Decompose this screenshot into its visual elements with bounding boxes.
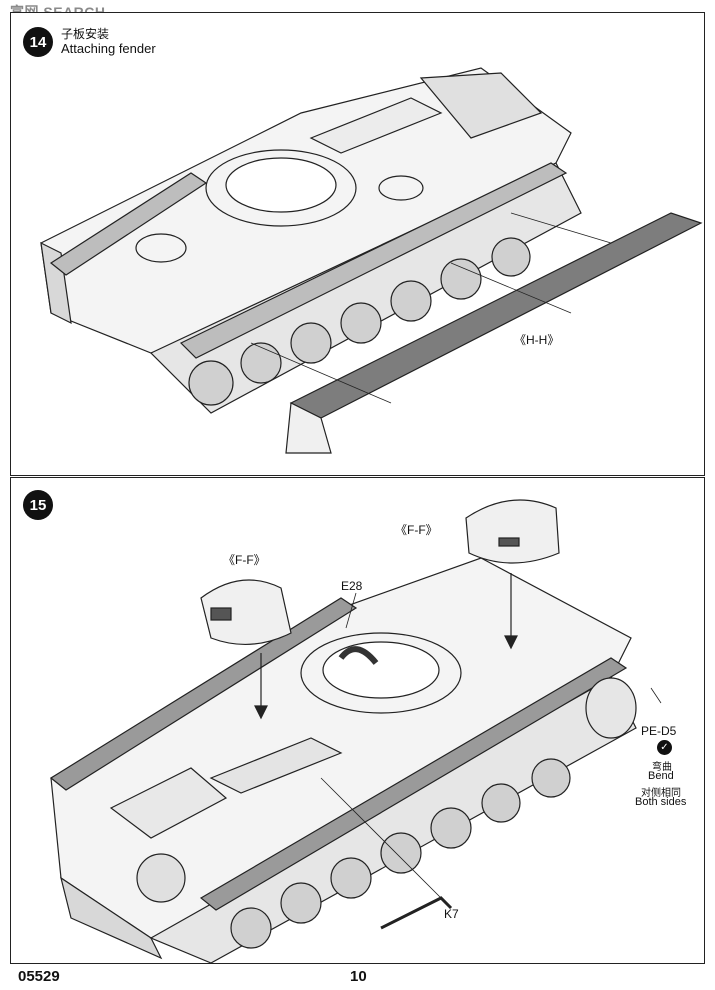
both-sides-label-en: Both sides bbox=[635, 796, 687, 808]
page-number: 10 bbox=[350, 968, 367, 985]
step-14-callout-hh: 《H-H》 bbox=[514, 333, 560, 347]
both-sides-label-cn: 对侧相同 bbox=[641, 788, 681, 799]
tank-hull-fender-illustration bbox=[40, 67, 703, 454]
callout-ff-right: 《F-F》 bbox=[395, 523, 438, 537]
step-14-title-cn: 子板安装 bbox=[61, 27, 110, 41]
part-e28-label: E28 bbox=[341, 579, 363, 593]
step-14-title-en: Attaching fender bbox=[61, 41, 156, 56]
bend-label-en: Bend bbox=[648, 770, 674, 782]
step-15-badge: 15 bbox=[23, 490, 53, 520]
bend-check-icon: ✓ bbox=[657, 740, 672, 755]
part-pe-d5-label: PE-D5 bbox=[641, 724, 677, 738]
part-k7-label: K7 bbox=[444, 907, 459, 921]
callout-ff-left: 《F-F》 bbox=[223, 553, 266, 567]
product-code: 05529 bbox=[18, 968, 60, 985]
step-14-panel: 14 子板安装 Attaching fender 《H-H》 bbox=[10, 12, 705, 476]
step-15-panel: 15 《F-F》 《F-F》 E28 K7 PE-D5 ✓ 弯曲 Bend 对侧… bbox=[10, 477, 705, 964]
bend-label-cn: 弯曲 bbox=[652, 762, 672, 773]
step-14-badge: 14 bbox=[23, 27, 53, 57]
tank-turret-assembly-illustration bbox=[49, 499, 662, 963]
